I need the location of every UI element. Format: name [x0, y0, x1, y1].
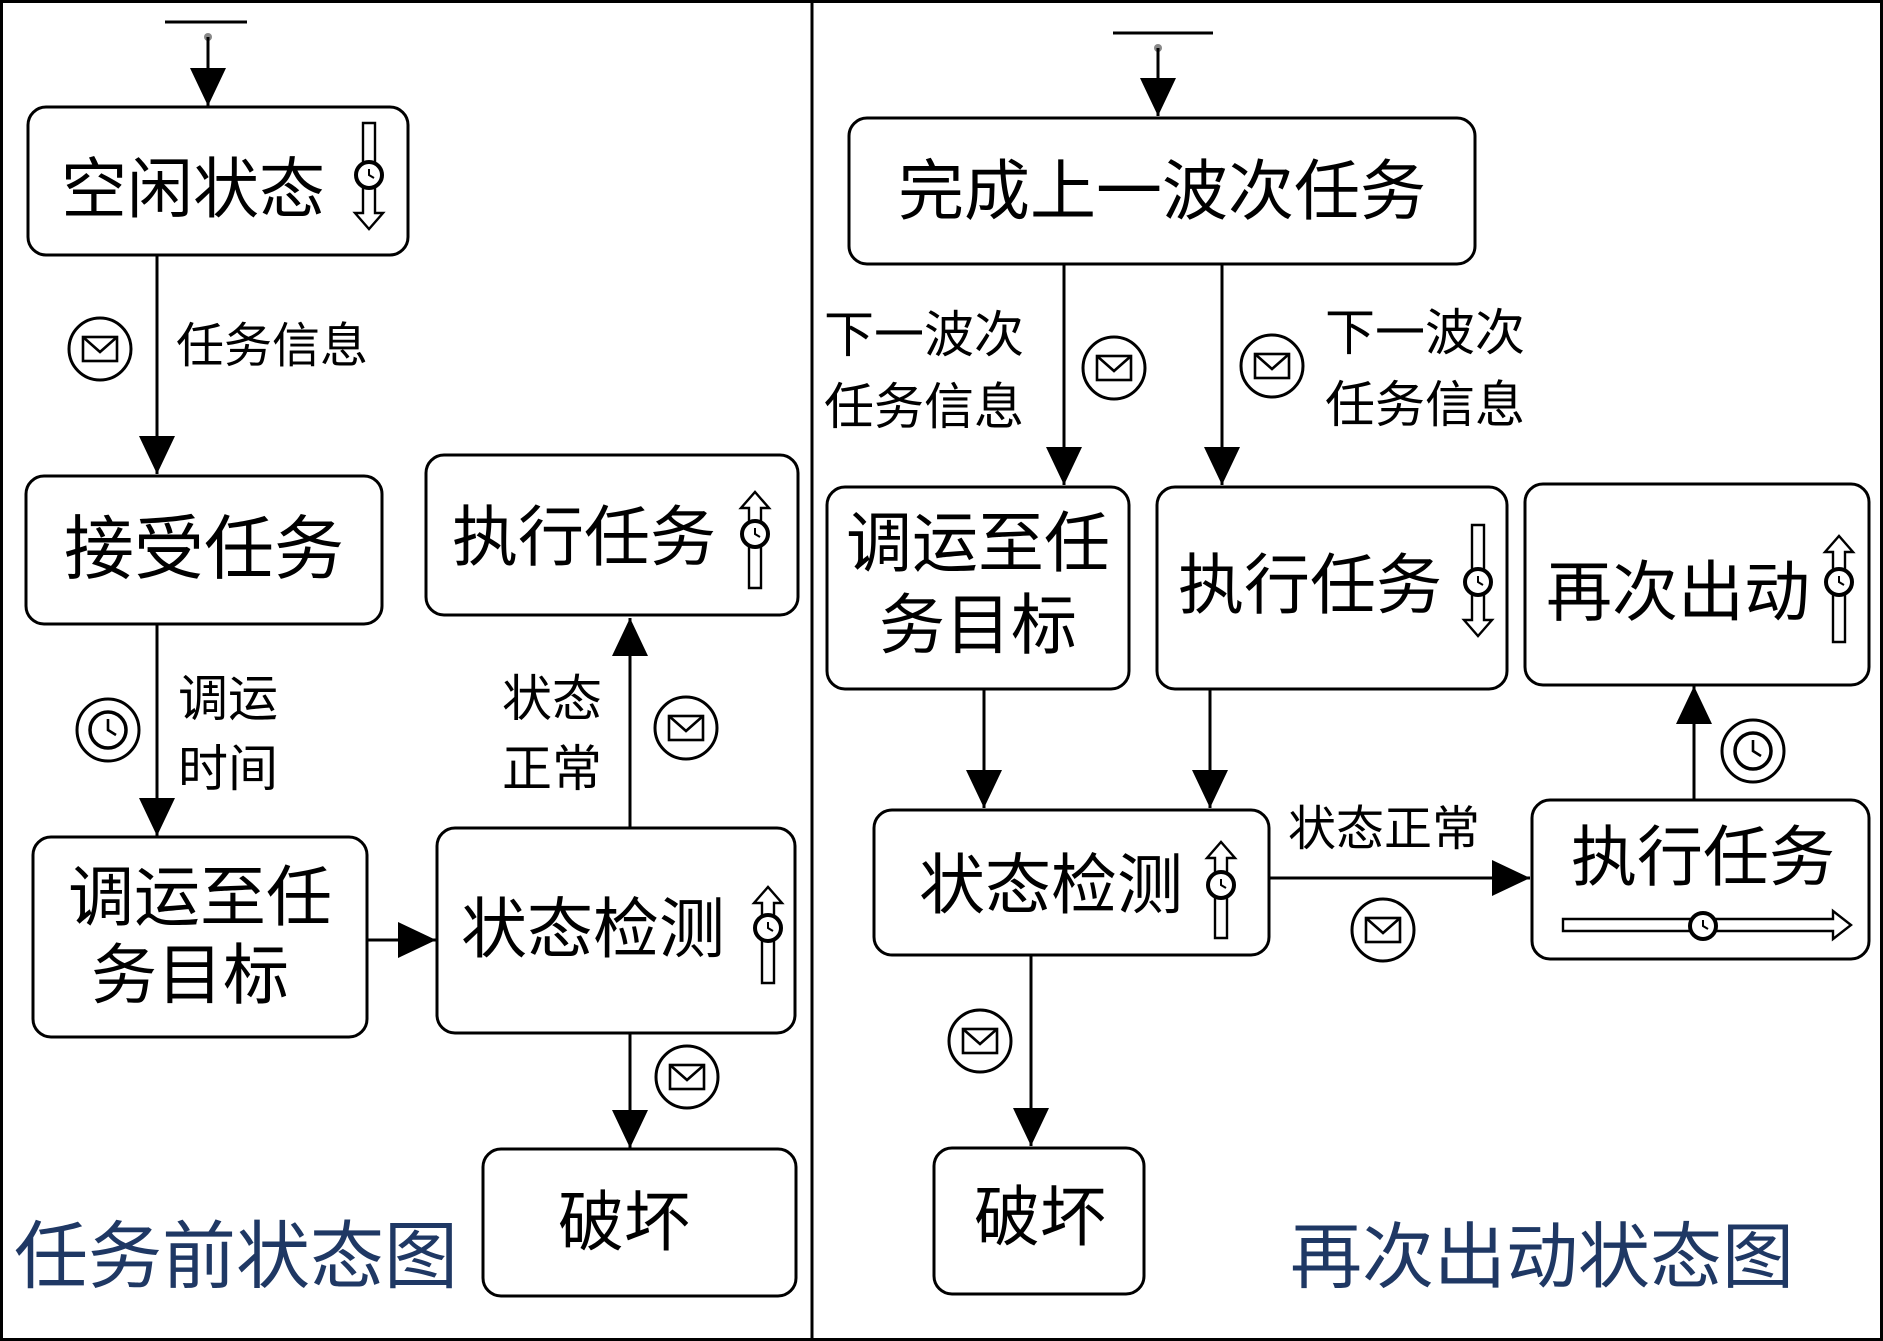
right-label-next-info-a-2: 任务信息	[824, 378, 1024, 436]
right-node-execute-label: 执行任务	[1178, 547, 1442, 624]
right-mail-icon-3	[1350, 897, 1416, 963]
right-node-check: 状态检测	[872, 808, 1271, 957]
right-mail-icon-4	[947, 1008, 1013, 1074]
right-panel: 完成上一波次任务 下一波次 任务信息 下一波次 任务信息 调运至任 务目标 执行…	[824, 31, 1871, 1299]
left-node-check: 状态检测	[435, 826, 797, 1035]
left-mail-icon-3	[654, 1044, 720, 1110]
right-clock-icon-1	[1720, 718, 1786, 784]
left-node-idle-label: 空闲状态	[61, 151, 325, 228]
left-label-task-info: 任务信息	[176, 318, 368, 374]
left-mail-icon-1	[67, 316, 133, 382]
left-mail-icon-2	[653, 695, 719, 761]
right-label-next-info-b-2: 任务信息	[1325, 376, 1525, 434]
left-panel: 空闲状态 任务信息 接受任务 调运 时间 调运至任 务目标	[14, 20, 800, 1300]
right-mail-icon-1	[1081, 335, 1147, 401]
left-node-accept: 接受任务	[24, 474, 384, 626]
left-idle-timer-down-icon	[352, 121, 386, 231]
left-label-dispatch-time-1: 调运	[178, 670, 278, 728]
left-node-check-label: 状态检测	[461, 891, 725, 968]
left-node-idle: 空闲状态	[26, 105, 410, 257]
left-node-dispatch: 调运至任 务目标	[31, 835, 369, 1039]
right-node-complete-label: 完成上一波次任务	[898, 153, 1426, 230]
right-mail-icon-2	[1239, 333, 1305, 399]
left-label-dispatch-time-2: 时间	[178, 740, 278, 798]
left-label-status-ok-2: 正常	[502, 740, 602, 798]
left-node-accept-label: 接受任务	[64, 508, 344, 590]
left-panel-title: 任务前状态图	[14, 1214, 458, 1300]
left-node-execute-label: 执行任务	[452, 499, 716, 576]
right-node-dispatch: 调运至任 务目标	[825, 485, 1131, 691]
left-node-dispatch-label-2: 务目标	[91, 937, 289, 1014]
left-node-execute: 执行任务	[424, 453, 800, 617]
right-node-redeploy: 再次出动	[1523, 482, 1871, 687]
right-node-execute2: 执行任务	[1530, 798, 1871, 961]
right-node-destroy-label: 破坏	[974, 1179, 1106, 1256]
right-label-next-info-b-1: 下一波次	[1325, 304, 1525, 362]
right-node-check-label: 状态检测	[919, 847, 1183, 924]
right-node-destroy: 破坏	[932, 1146, 1146, 1296]
right-node-execute: 执行任务	[1155, 485, 1509, 691]
right-check-timer-up-icon	[1204, 840, 1238, 940]
left-execute-timer-up-icon	[738, 490, 772, 590]
right-node-execute2-label: 执行任务	[1571, 819, 1835, 896]
right-label-next-info-a-1: 下一波次	[824, 306, 1024, 364]
right-redeploy-timer-up-icon	[1822, 534, 1856, 644]
right-node-dispatch-label-1: 调运至任	[846, 505, 1110, 582]
right-panel-title: 再次出动状态图	[1290, 1215, 1794, 1299]
left-node-destroy: 破坏	[481, 1147, 798, 1298]
right-label-status-ok: 状态正常	[1288, 801, 1480, 857]
right-node-complete: 完成上一波次任务	[847, 116, 1477, 266]
left-check-timer-up-icon	[751, 885, 785, 985]
right-node-dispatch-label-2: 务目标	[879, 587, 1077, 664]
left-label-status-ok-1: 状态	[502, 670, 602, 728]
left-node-dispatch-label-1: 调运至任	[68, 859, 332, 936]
right-execute-timer-down-icon	[1461, 523, 1495, 638]
left-node-destroy-label: 破坏	[558, 1184, 690, 1261]
right-execute2-timer-horizontal-icon	[1561, 908, 1853, 942]
left-clock-icon-1	[75, 697, 141, 763]
right-node-redeploy-label: 再次出动	[1546, 554, 1810, 631]
